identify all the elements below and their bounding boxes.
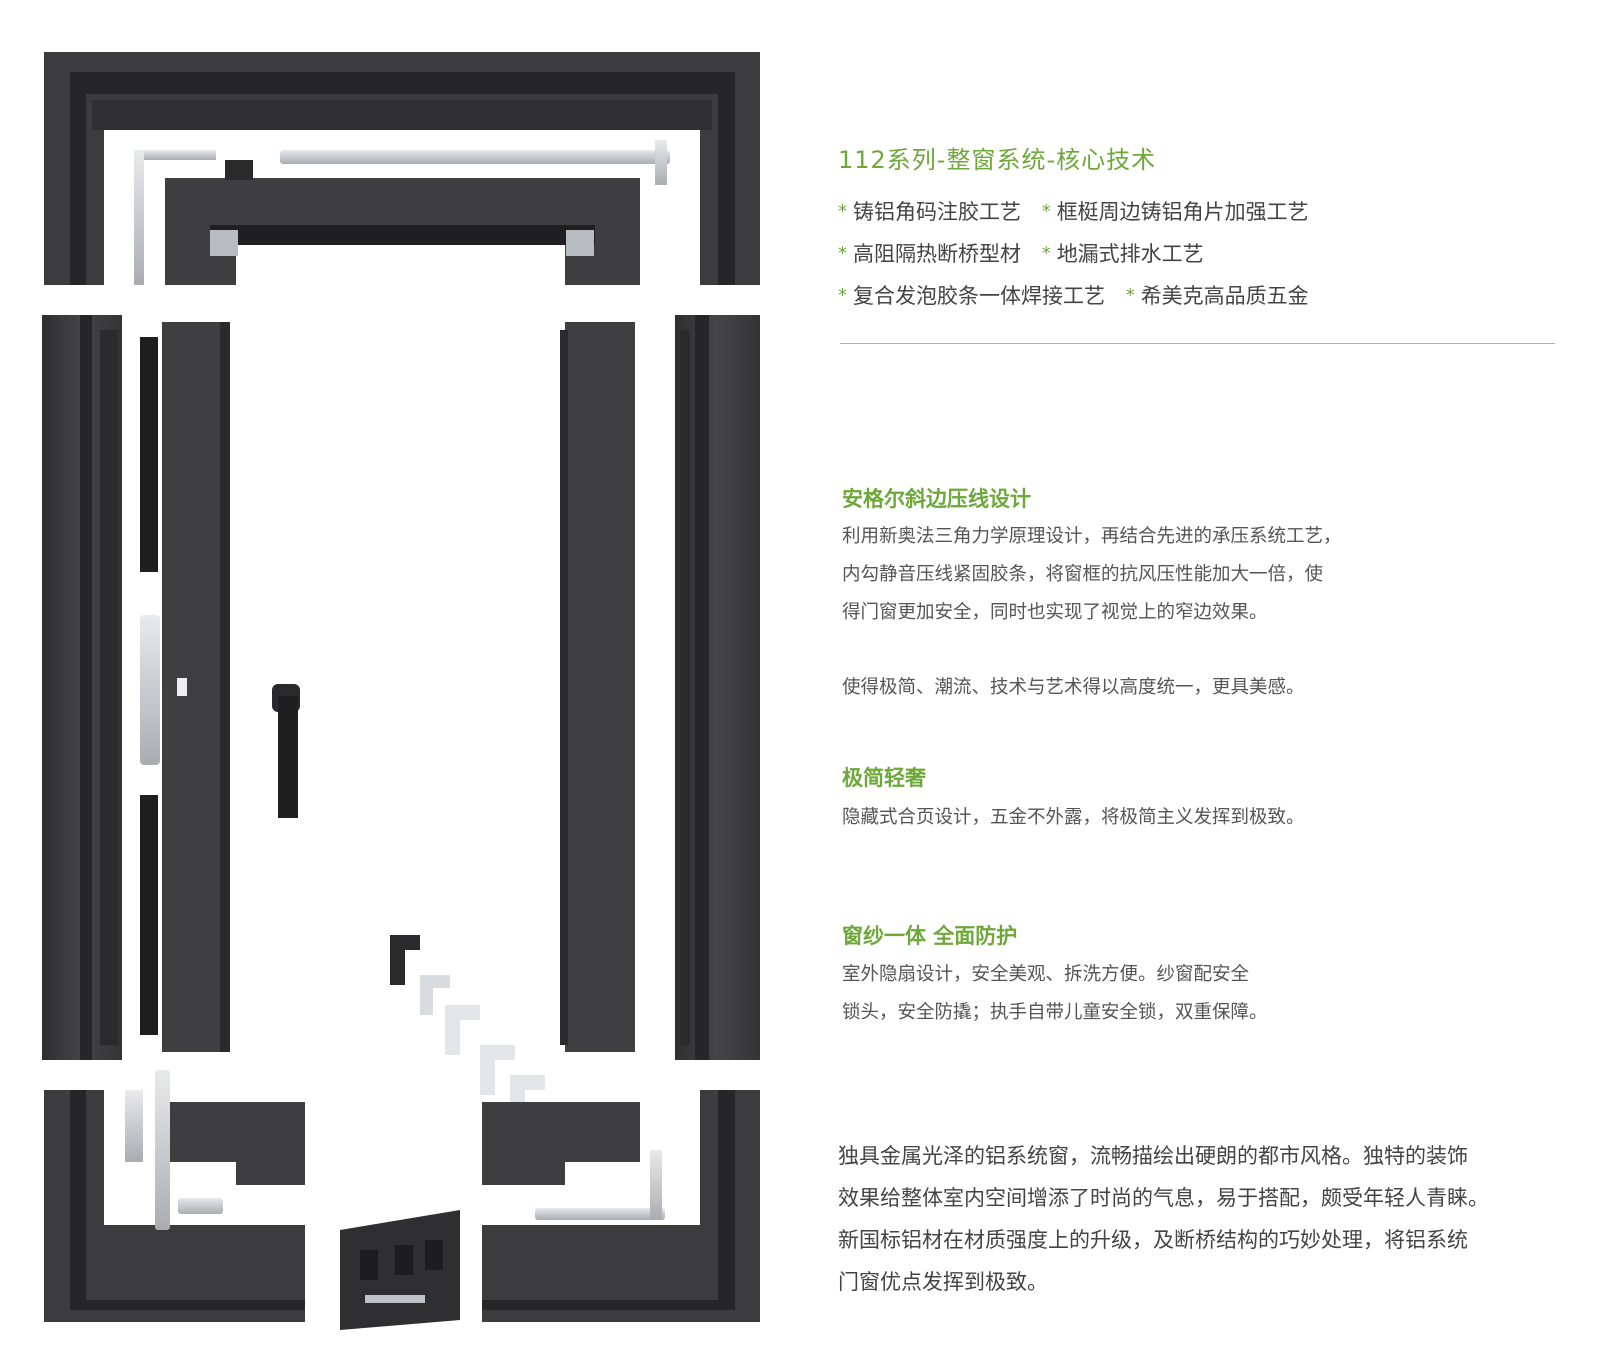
feature-item: *复合发泡胶条一体焊接工艺 [838,284,1105,308]
star-bullet-icon: * [838,201,847,222]
star-bullet-icon: * [838,285,847,306]
star-bullet-icon: * [1041,243,1051,264]
feature-item: *地漏式排水工艺 [1041,242,1204,266]
section-title-bevel-design: 安格尔斜边压线设计 [842,487,1031,511]
top-sash [165,178,640,285]
profile-cross-section [340,1210,460,1330]
section-title-screen-window: 窗纱一体 全面防护 [842,924,1018,948]
star-bullet-icon: * [1125,285,1135,306]
closing-text-line: 效果给整体室内空间增添了时尚的气息，易于搭配，颇受年轻人青睐。 [838,1186,1489,1210]
section-text-line: 隐藏式合页设计，五金不外露，将极简主义发挥到极致。 [842,807,1305,828]
top-hardware [134,140,670,285]
section-text-line: 得门窗更加安全，同时也实现了视觉上的窄边效果。 [842,602,1268,623]
bottom-left-frame [44,1070,305,1322]
feature-row: *复合发泡胶条一体焊接工艺 *希美克高品质五金 [838,280,1578,322]
left-sash [140,322,230,1052]
bottom-right-frame [482,1090,760,1322]
page-title: 112系列-整窗系统-核心技术 [838,146,1157,174]
star-bullet-icon: * [838,243,847,264]
feature-item: *高阻隔热断桥型材 [838,242,1021,266]
section-text-line: 内勾静音压线紧固胶条，将窗框的抗风压性能加大一倍，使 [842,564,1324,585]
right-sash [560,322,635,1052]
feature-row: *铸铝角码注胶工艺 *框梃周边铸铝角片加强工艺 [838,196,1578,238]
left-outer-frame [42,315,158,1060]
top-outer-frame [44,52,760,285]
exploded-window-frame-image [42,52,760,1330]
window-handle [272,684,300,818]
star-bullet-icon: * [1041,201,1051,222]
feature-list: *铸铝角码注胶工艺 *框梃周边铸铝角片加强工艺 *高阻隔热断桥型材 *地漏式排水… [838,196,1578,322]
feature-item: *希美克高品质五金 [1125,284,1309,308]
section-text-line: 使得极简、潮流、技术与艺术得以高度统一，更具美感。 [842,677,1305,698]
section-text-line: 锁头，安全防撬；执手自带儿童安全锁，双重保障。 [842,1002,1268,1023]
section-title-minimalist: 极简轻奢 [842,766,926,790]
feature-item: *铸铝角码注胶工艺 [838,200,1021,224]
closing-text-line: 独具金属光泽的铝系统窗，流畅描绘出硬朗的都市风格。独特的装饰 [838,1144,1468,1168]
closing-text-line: 新国标铝材在材质强度上的升级，及断桥结构的巧妙处理，将铝系统 [838,1228,1468,1252]
corner-connectors [390,935,545,1125]
closing-text-line: 门窗优点发挥到极致。 [838,1270,1048,1294]
section-text-line: 室外隐扇设计，安全美观、拆洗方便。纱窗配安全 [842,964,1250,985]
divider-line [840,343,1555,344]
feature-row: *高阻隔热断桥型材 *地漏式排水工艺 [838,238,1578,280]
right-outer-frame [675,315,760,1060]
feature-item: *框梃周边铸铝角片加强工艺 [1041,200,1309,224]
section-text-line: 利用新奥法三角力学原理设计，再结合先进的承压系统工艺， [842,526,1342,547]
